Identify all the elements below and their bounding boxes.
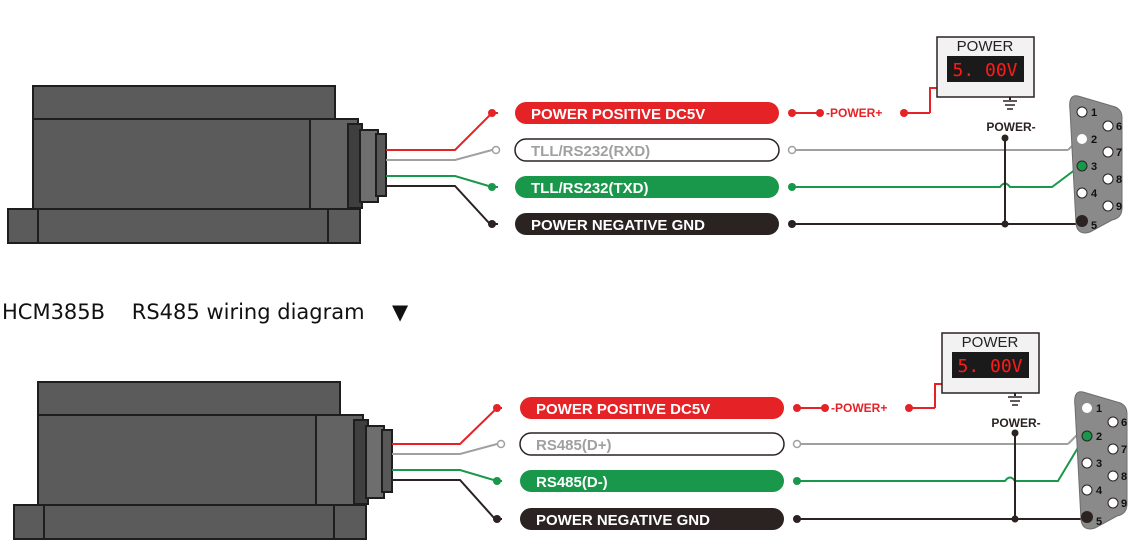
bottom-ground-icon <box>1008 396 1022 406</box>
section-marker-icon: ▼ <box>392 300 409 324</box>
top-wire-label-3: TLL/RS232(TXD) <box>515 176 779 198</box>
top-db9-connector: 1 2 3 4 5 6 7 8 9 <box>1069 95 1123 234</box>
svg-text:2: 2 <box>1091 134 1097 146</box>
svg-text:2: 2 <box>1096 431 1102 443</box>
bottom-wire-runs <box>797 383 1086 520</box>
top-wire-label-2: TLL/RS232(RXD) <box>514 138 780 162</box>
top-power-display: 5. 00V <box>952 60 1017 81</box>
bottom-wire-label-4: POWER NEGATIVE GND <box>520 508 784 530</box>
svg-text:1: 1 <box>1091 107 1097 119</box>
svg-text:9: 9 <box>1116 201 1122 213</box>
top-power-title: POWER <box>957 38 1014 55</box>
bottom-wire-label-3-text: RS485(D-) <box>536 474 608 491</box>
bottom-wire-label-4-text: POWER NEGATIVE GND <box>536 512 710 529</box>
bottom-wire-leads <box>392 407 502 520</box>
svg-text:3: 3 <box>1096 458 1102 470</box>
bottom-wire-dots-left <box>493 404 506 523</box>
top-sensor-device <box>7 85 387 244</box>
top-db9-pin-labels: 1 2 3 4 5 6 7 8 9 <box>1091 107 1122 232</box>
top-power-minus-label: POWER- <box>986 120 1035 134</box>
svg-text:5: 5 <box>1096 516 1102 528</box>
svg-text:8: 8 <box>1116 174 1122 186</box>
top-wire-label-1: POWER POSITIVE DC5V <box>515 102 779 124</box>
svg-text:6: 6 <box>1116 121 1122 133</box>
section-title: HCM385B RS485 wiring diagram <box>2 300 365 324</box>
bottom-wire-label-1: POWER POSITIVE DC5V <box>520 397 784 419</box>
svg-text:4: 4 <box>1091 188 1098 200</box>
top-diagram: POWER POSITIVE DC5V TLL/RS232(RXD) TLL/R… <box>7 36 1123 244</box>
bottom-db9-pins <box>1081 403 1119 523</box>
top-wire-leads <box>386 112 498 225</box>
top-wire-label-2-text: TLL/RS232(RXD) <box>531 143 650 160</box>
svg-text:4: 4 <box>1096 485 1103 497</box>
bottom-power-minus-label: POWER- <box>991 416 1040 430</box>
top-wire-label-3-text: TLL/RS232(TXD) <box>531 180 649 197</box>
bottom-wire-label-3: RS485(D-) <box>520 470 784 492</box>
top-ground-icon <box>1003 100 1017 110</box>
svg-text:5: 5 <box>1091 220 1097 232</box>
bottom-db9-pin-labels: 1 2 3 4 5 6 7 8 9 <box>1096 403 1127 528</box>
bottom-power-display: 5. 00V <box>957 356 1022 377</box>
svg-text:1: 1 <box>1096 403 1102 415</box>
top-power-supply: POWER 5. 00V POWER- <box>936 36 1036 134</box>
top-wire-label-4-text: POWER NEGATIVE GND <box>531 217 705 234</box>
top-wire-dots-left <box>488 109 501 228</box>
top-wire-runs <box>792 87 1081 225</box>
top-db9-pins <box>1076 106 1114 227</box>
bottom-sensor-device <box>13 381 393 540</box>
bottom-power-supply: POWER 5. 00V POWER- <box>941 332 1041 430</box>
bottom-power-plus-label: -POWER+ <box>831 401 887 415</box>
svg-text:6: 6 <box>1121 417 1127 429</box>
bottom-wire-label-2-text: RS485(D+) <box>536 437 611 454</box>
bottom-wire-label-2: RS485(D+) <box>519 432 785 456</box>
top-wire-dots-right <box>787 84 1014 228</box>
top-wire-label-1-text: POWER POSITIVE DC5V <box>531 106 705 123</box>
bottom-db9-connector: 1 2 3 4 5 6 7 8 9 <box>1074 391 1128 530</box>
bottom-power-title: POWER <box>962 334 1019 351</box>
svg-text:8: 8 <box>1121 471 1127 483</box>
bottom-wire-dots-right <box>792 380 1019 523</box>
svg-text:7: 7 <box>1121 444 1127 456</box>
svg-text:7: 7 <box>1116 147 1122 159</box>
svg-text:9: 9 <box>1121 498 1127 510</box>
svg-text:3: 3 <box>1091 161 1097 173</box>
top-wire-label-4: POWER NEGATIVE GND <box>515 213 779 235</box>
bottom-wire-label-1-text: POWER POSITIVE DC5V <box>536 401 710 418</box>
top-power-plus-label: -POWER+ <box>826 106 882 120</box>
bottom-diagram: POWER POSITIVE DC5V RS485(D+) RS485(D-) … <box>13 332 1128 540</box>
